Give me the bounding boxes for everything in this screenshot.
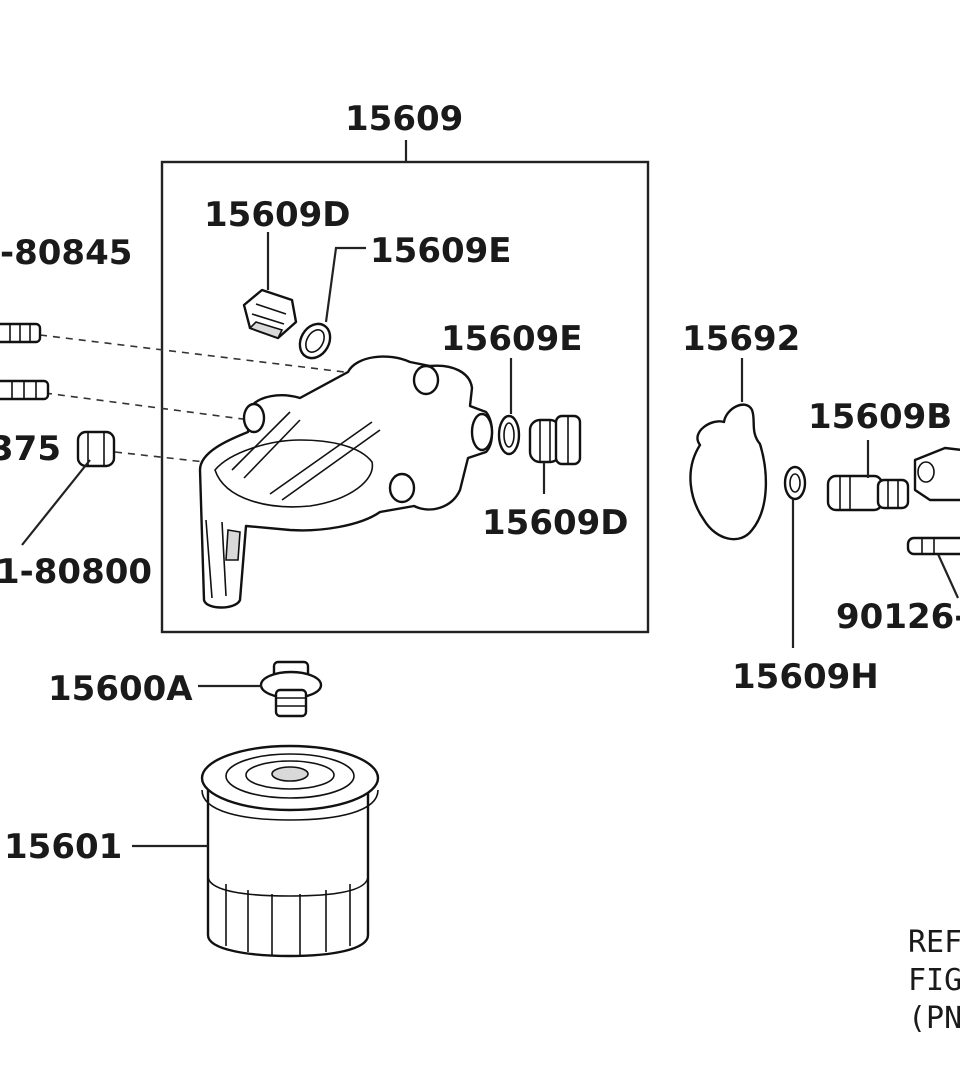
drain-plug-right: [528, 414, 582, 466]
label-15600a: 15600A: [48, 669, 193, 709]
label-375: 375: [0, 429, 61, 469]
oil-filter: [200, 744, 380, 958]
bolt-upper: [0, 322, 42, 344]
union-bolt: [826, 474, 910, 512]
cooler-fragment: [906, 446, 960, 556]
label-15609d-right: 15609D: [482, 503, 629, 543]
note-line-1: REF: [908, 925, 960, 960]
note-line-2: FIG: [908, 963, 960, 998]
label-15609e-right: 15609E: [441, 319, 583, 359]
label-90126: 90126-: [836, 597, 960, 637]
note-line-3: (PN: [908, 1001, 960, 1036]
drain-plug-top: [242, 288, 298, 340]
label-15609: 15609: [345, 99, 463, 139]
union-fitting: [259, 660, 323, 718]
label-15609e-top: 15609E: [370, 231, 512, 271]
label-15609d-top: 15609D: [204, 195, 351, 235]
label-15609h: 15609H: [732, 657, 879, 697]
label-15601: 15601: [4, 827, 122, 867]
filter-bracket: [198, 355, 494, 609]
o-ring-right: [497, 414, 521, 456]
o-ring-top: [298, 322, 332, 360]
label-80800: 1-80800: [0, 552, 152, 592]
stud-nut: [76, 430, 116, 468]
washer: [783, 465, 807, 501]
label-80845: -80845: [0, 233, 132, 273]
label-15609b: 15609B: [808, 397, 952, 437]
gasket: [689, 403, 768, 541]
bolt-lower: [0, 379, 50, 401]
label-15692: 15692: [682, 319, 800, 359]
